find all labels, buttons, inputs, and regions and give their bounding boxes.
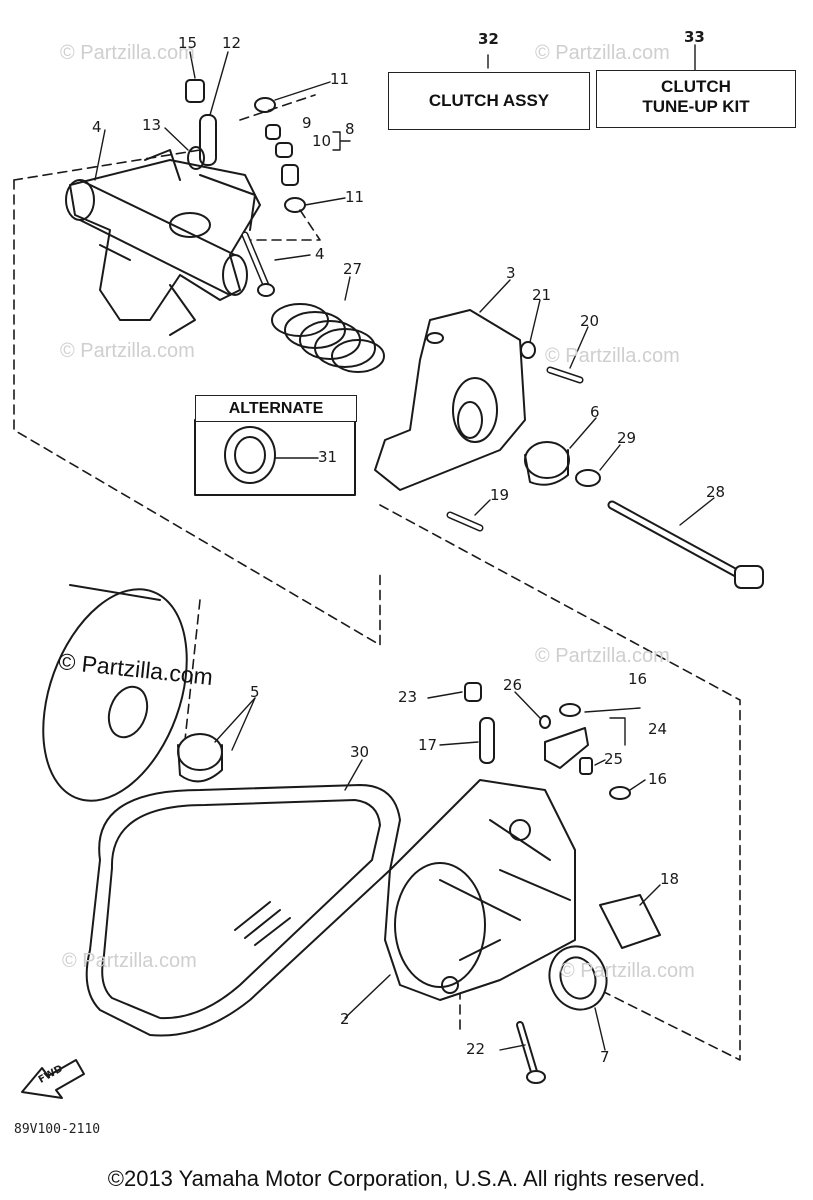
callout-33: 33 <box>684 28 705 46</box>
callout-2: 2 <box>340 1010 350 1028</box>
watermark: © Partzilla.com <box>535 42 670 64</box>
callout-17: 17 <box>418 736 438 754</box>
callout-11-top: 11 <box>330 70 350 88</box>
clutch-assy-box: CLUTCH ASSY <box>388 72 590 130</box>
clutch-tuneup-kit-box: CLUTCH TUNE-UP KIT <box>596 70 796 128</box>
callout-16-top: 16 <box>628 670 648 688</box>
callout-20: 20 <box>580 312 600 330</box>
copyright-notice: ©2013 Yamaha Motor Corporation, U.S.A. A… <box>107 1166 706 1191</box>
callout-3: 3 <box>506 264 516 282</box>
callout-6: 6 <box>590 403 600 421</box>
small-parts-lower <box>464 682 631 800</box>
callout-12: 12 <box>222 34 242 52</box>
spring-part-27 <box>271 303 385 373</box>
bolt-part-22 <box>516 1021 546 1084</box>
assembly-guide-lines <box>13 94 741 1061</box>
primary-hub-part-4 <box>65 149 261 336</box>
callout-23: 23 <box>398 688 418 706</box>
callout-31: 31 <box>318 448 338 466</box>
watermark: © Partzilla.com <box>60 42 195 64</box>
clutch-cover-part-3 <box>374 309 526 491</box>
callout-18: 18 <box>660 870 680 888</box>
callout-21: 21 <box>532 286 552 304</box>
callout-7: 7 <box>600 1048 610 1066</box>
watermark: © Partzilla.com <box>545 345 680 367</box>
callout-9: 9 <box>302 114 312 132</box>
bolts-and-bushings <box>446 341 764 589</box>
callout-29: 29 <box>617 429 637 447</box>
leader-lines <box>94 44 715 1051</box>
callout-5: 5 <box>250 683 260 701</box>
alternate-label: ALTERNATE <box>228 400 324 417</box>
callout-25: 25 <box>604 750 624 768</box>
callout-30: 30 <box>350 743 370 761</box>
alternate-box-header: ALTERNATE <box>195 395 357 422</box>
callout-24: 24 <box>648 720 668 738</box>
watermark: © Partzilla.com <box>60 340 195 362</box>
watermark: © Partzilla.com <box>560 960 695 982</box>
tuneup-line-1: CLUTCH <box>661 77 731 96</box>
watermark: © Partzilla.com <box>62 950 197 972</box>
callout-22: 22 <box>466 1040 486 1058</box>
fwd-arrow-icon <box>21 1059 85 1099</box>
callout-26: 26 <box>503 676 523 694</box>
callout-27: 27 <box>343 260 363 278</box>
drive-belt-part-30 <box>85 784 401 1037</box>
callout-11-lower: 11 <box>345 188 365 206</box>
callout-28: 28 <box>706 483 726 501</box>
diagram-code: 89V100-2110 <box>14 1122 101 1137</box>
callout-13: 13 <box>142 116 162 134</box>
callout-19: 19 <box>490 486 510 504</box>
callout-8: 8 <box>345 120 355 138</box>
small-parts-top <box>185 79 306 297</box>
callout-15: 15 <box>178 34 198 52</box>
bushing-parts-18-7 <box>548 894 661 1011</box>
callout-16-lower: 16 <box>648 770 668 788</box>
sheave-disc <box>42 584 188 802</box>
secondary-sheave-part-2 <box>384 779 576 1001</box>
callout-4-top: 4 <box>92 118 102 136</box>
callout-4-bolt: 4 <box>315 245 325 263</box>
callout-10: 10 <box>312 132 332 150</box>
clutch-assy-label: CLUTCH ASSY <box>428 91 550 110</box>
collar-part-5 <box>177 733 223 783</box>
callout-32: 32 <box>478 30 499 48</box>
watermark: © Partzilla.com <box>535 645 670 667</box>
tuneup-line-2: TUNE-UP KIT <box>642 97 750 116</box>
